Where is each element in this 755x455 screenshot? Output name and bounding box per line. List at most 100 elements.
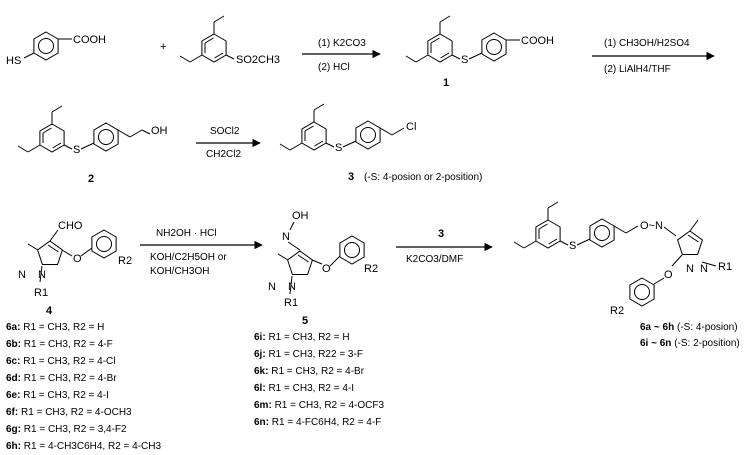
plus-sign: +	[160, 41, 166, 53]
compound4-cho: CHO	[58, 220, 83, 232]
svg-text:6n: R1 = 4-FC6H4, R2 = 4-F: 6n: R1 = 4-FC6H4, R2 = 4-F	[254, 417, 381, 428]
cmpd-6k-text: R1 = CH3, R2 = 4-Br	[271, 366, 364, 377]
compound5-n-bottom: N	[288, 281, 296, 293]
compound5-label: 5	[302, 315, 308, 327]
final-o: O	[664, 269, 673, 281]
svg-text:6f: R1 = CH3, R2 = 4-OCH3: 6f: R1 = CH3, R2 = 4-OCH3	[6, 407, 132, 418]
final-o-n: O~N	[640, 220, 663, 232]
cmpd-6f-id: 6f:	[6, 407, 18, 418]
arrow4-condition-1: NH2OH · HCl	[156, 228, 217, 239]
cmpd-6j-id: 6j:	[254, 349, 266, 360]
arrow1-condition-2: (2) HCl	[318, 62, 350, 73]
cmpd-6i-text: R1 = CH3, R2 = H	[268, 332, 349, 343]
cmpd-6n-text: R1 = 4-FC6H4, R2 = 4-F	[272, 417, 381, 428]
compound3-position-note: (-S: 4-posion or 2-position)	[364, 172, 482, 183]
compound-list-6i-6n: 6i: R1 = CH3, R2 = H 6j: R1 = CH3, R22 =…	[254, 332, 384, 428]
svg-text:6h: R1 = 4-CH3C6H4, R2 = 4-CH3: 6h: R1 = 4-CH3C6H4, R2 = 4-CH3	[6, 441, 161, 452]
svg-text:6g: R1 = CH3, R2 = 3,4-F2: 6g: R1 = CH3, R2 = 3,4-F2	[6, 424, 127, 435]
cmpd-6h-id: 6h:	[6, 441, 21, 452]
compound-1: S COOH 1	[405, 15, 554, 89]
arrow5-condition-2: K2CO3/DMF	[406, 254, 463, 265]
final-label2-note: (-S: 2-position)	[674, 338, 740, 349]
cmpd-6c-id: 6c:	[6, 356, 20, 367]
cmpd-6e-text: R1 = CH3, R2 = 4-I	[23, 390, 109, 401]
cmpd-6g-text: R1 = CH3, R2 = 3,4-F2	[24, 424, 127, 435]
cmpd-6b-text: R1 = CH3, R2 = 4-F	[24, 339, 113, 350]
methylsulfonyl-pyrimidine: SO2CH3	[179, 15, 280, 66]
compound2-oh: OH	[151, 125, 168, 137]
arrow2-condition-1: (1) CH3OH/H2SO4	[604, 38, 690, 49]
svg-text:6c: R1 = CH3, R2 = 4-Cl: 6c: R1 = CH3, R2 = 4-Cl	[6, 356, 116, 367]
arrow1-condition-1: (1) K2CO3	[318, 38, 366, 49]
cmpd-6n-id: 6n:	[254, 417, 269, 428]
final-r1: R1	[718, 261, 732, 273]
cmpd-6a-text: R1 = CH3, R2 = H	[23, 322, 104, 333]
final-product: S O~N N N R1 O R2	[513, 201, 732, 317]
final-label1-id: 6a ~ 6h	[640, 322, 674, 333]
compound5-r1: R1	[284, 297, 298, 309]
compound4-o: O	[73, 253, 82, 265]
cmpd-6d-text: R1 = CH3, R2 = 4-Br	[24, 373, 117, 384]
compound4-n-bottom: N	[38, 269, 46, 281]
final-n-top: N	[700, 263, 708, 275]
acid-label: COOH	[73, 34, 106, 46]
compound4-r2: R2	[118, 255, 132, 267]
compound4-label: 4	[46, 305, 53, 317]
svg-text:6i: R1 = CH3, R2 = H: 6i: R1 = CH3, R2 = H	[254, 332, 350, 343]
compound3-cl: Cl	[406, 121, 416, 133]
svg-text:6k: R1 = CH3, R2 = 4-Br: 6k: R1 = CH3, R2 = 4-Br	[254, 366, 365, 377]
cmpd-6i-id: 6i:	[254, 332, 266, 343]
final-label1-note: (-S: 4-posion)	[677, 322, 738, 333]
compound-list-6a-6h: 6a: R1 = CH3, R2 = H 6b: R1 = CH3, R2 = …	[6, 322, 161, 452]
cmpd-6c-text: R1 = CH3, R2 = 4-Cl	[23, 356, 115, 367]
svg-text:6m: R1 = CH3, R2 = 4-OCF3: 6m: R1 = CH3, R2 = 4-OCF3	[254, 400, 384, 411]
mercaptobenzoic-acid: COOH HS	[6, 31, 106, 67]
cmpd-6j-text: R1 = CH3, R22 = 3-F	[268, 349, 362, 360]
compound1-acid: COOH	[521, 35, 554, 47]
svg-text:6a ~ 6h (-S: 4-posion): 6a ~ 6h (-S: 4-posion)	[640, 322, 738, 333]
compound2-s: S	[73, 144, 80, 156]
cmpd-6d-id: 6d:	[6, 373, 21, 384]
compound5-n-top: N	[268, 281, 276, 293]
arrow4-condition-3: KOH/CH3OH	[150, 266, 209, 277]
hs-label: HS	[6, 55, 21, 67]
svg-text:6e: R1 = CH3, R2 = 4-I: 6e: R1 = CH3, R2 = 4-I	[6, 390, 109, 401]
svg-text:6d: R1 = CH3, R2 = 4-Br: 6d: R1 = CH3, R2 = 4-Br	[6, 373, 117, 384]
compound-2: S OH 2	[17, 105, 168, 185]
cmpd-6g-id: 6g:	[6, 424, 21, 435]
cmpd-6e-id: 6e:	[6, 390, 20, 401]
arrow3-condition-2: CH2Cl2	[206, 149, 241, 160]
compound3-s: S	[335, 142, 342, 154]
cmpd-6m-text: R1 = CH3, R2 = 4-OCF3	[275, 400, 385, 411]
compound5-o: O	[322, 263, 331, 275]
svg-text:6b: R1 = CH3, R2 = 4-F: 6b: R1 = CH3, R2 = 4-F	[6, 339, 113, 350]
compound-4: CHO N N R1 O R2 4	[18, 220, 132, 317]
compound5-n-oxime: N	[282, 231, 290, 243]
compound1-s: S	[461, 54, 468, 66]
svg-text:6i ~ 6n (-S: 2-position): 6i ~ 6n (-S: 2-position)	[640, 338, 740, 349]
arrow3-condition-1: SOCl2	[210, 126, 240, 137]
sulfonyl-label: SO2CH3	[236, 54, 280, 66]
cmpd-6a-id: 6a:	[6, 322, 20, 333]
compound1-label: 1	[443, 77, 449, 89]
cmpd-6k-id: 6k:	[254, 366, 268, 377]
cmpd-6l-text: R1 = CH3, R2 = 4-I	[268, 383, 354, 394]
cmpd-6f-text: R1 = CH3, R2 = 4-OCH3	[21, 407, 132, 418]
compound3-label: 3	[348, 171, 354, 183]
svg-text:6l: R1 = CH3, R2 = 4-I: 6l: R1 = CH3, R2 = 4-I	[254, 383, 354, 394]
cmpd-6m-id: 6m:	[254, 400, 272, 411]
arrow4-condition-2: KOH/C2H5OH or	[150, 252, 227, 263]
compound4-r1: R1	[34, 287, 48, 299]
cmpd-6h-text: R1 = 4-CH3C6H4, R2 = 4-CH3	[24, 441, 162, 452]
final-s: S	[569, 240, 576, 252]
svg-text:6a: R1 = CH3, R2 = H: 6a: R1 = CH3, R2 = H	[6, 322, 104, 333]
compound-3: S Cl 3 (-S: 4-posion or 2-position)	[279, 103, 482, 183]
compound5-oh: OH	[292, 210, 309, 222]
arrow2-condition-2: (2) LiAlH4/THF	[604, 64, 671, 75]
final-r2: R2	[610, 305, 624, 317]
cmpd-6b-id: 6b:	[6, 339, 21, 350]
final-label2-id: 6i ~ 6n	[640, 338, 671, 349]
compound5-r2: R2	[364, 263, 378, 275]
cmpd-6l-id: 6l:	[254, 383, 266, 394]
